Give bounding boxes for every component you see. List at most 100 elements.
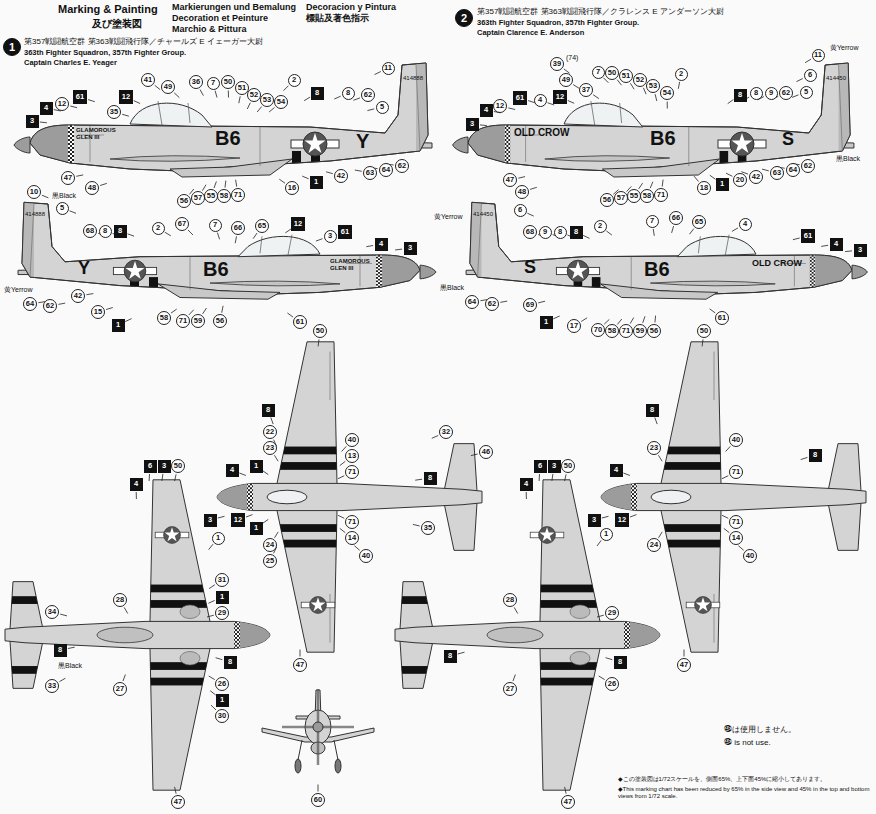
callout-text: 1 (220, 696, 224, 704)
callout-number: 27 (113, 682, 127, 696)
leader-line (353, 98, 360, 100)
callout-text: 15 (94, 308, 102, 316)
callout-text: 8 (650, 406, 654, 414)
callout-number: 32 (439, 425, 453, 439)
callout-text: 12 (556, 93, 564, 101)
leader-line (263, 471, 269, 475)
callout-text: 12 (496, 102, 504, 110)
callout-number: 62 (801, 159, 815, 173)
color-note: 黄Yerrow (830, 44, 859, 52)
leader-line (375, 72, 381, 75)
callout-text: 22 (266, 428, 274, 436)
callout-text: 4 (538, 96, 542, 104)
leader-line (100, 183, 107, 185)
fuselage-code: B6 (203, 258, 229, 280)
leader-line (508, 108, 515, 110)
callout-text: 31 (218, 576, 226, 584)
leader-line (617, 319, 621, 324)
callout-text: 8 (58, 646, 62, 654)
callout-number: 57 (614, 191, 628, 205)
nose-art-text: OLD CROW (514, 127, 570, 138)
callout-number: 13 (345, 449, 359, 463)
callout-text: 28 (506, 596, 514, 604)
callout-text: 29 (218, 609, 226, 617)
callout-number: 65 (692, 215, 706, 229)
leader-line (630, 318, 634, 324)
leader-line (279, 179, 285, 183)
callout-text: 47 (296, 661, 304, 669)
callout-number: 5 (376, 101, 389, 114)
callout-number: 15 (91, 305, 105, 319)
callout-number: 71 (345, 515, 359, 529)
callout-number: 53 (260, 93, 274, 107)
callout-number: 58 (605, 324, 619, 338)
leader-line (518, 177, 525, 179)
callout-text: 53 (649, 82, 657, 90)
callout-number: 39 (550, 57, 564, 71)
callout-text: 56 (216, 317, 224, 325)
leader-line (340, 461, 346, 465)
callout-text: 6 (518, 206, 522, 214)
callout-text: 9 (769, 89, 773, 97)
callout-text: 3 (30, 117, 34, 125)
leader-line (793, 238, 800, 240)
callout-text: 8 (346, 89, 350, 97)
callout-number: 47 (293, 658, 307, 672)
callout-number: 31 (215, 573, 229, 587)
side-view-left (14, 196, 440, 300)
leader-line (253, 233, 257, 239)
callout-text: 50 (700, 327, 708, 335)
callout-number: 6 (804, 69, 817, 82)
serial-number: 414450 (826, 75, 846, 82)
callout-text: 30 (218, 712, 226, 720)
decal-number-box: 8 (614, 656, 627, 669)
leader-line (124, 607, 128, 613)
leader-line (149, 474, 150, 481)
decal-number-box: 3 (588, 514, 601, 527)
leader-line (597, 540, 601, 546)
callout-number: 16 (285, 181, 299, 195)
star-insignia (686, 597, 720, 614)
star-insignia (301, 597, 335, 614)
callout-number: 40 (359, 549, 373, 563)
callout-text: 8 (228, 658, 232, 666)
decal-number-box: 1 (250, 460, 263, 473)
callout-number: 56 (213, 314, 227, 328)
callout-text: 66 (672, 214, 680, 222)
leader-line (162, 474, 163, 481)
note-text: ㊻ is not use. (724, 739, 771, 748)
callout-number: 37 (579, 83, 593, 97)
leader-line (200, 90, 203, 96)
scale-note: ◆This marking chart has been reduced by … (618, 786, 874, 799)
side-view-left (462, 196, 871, 300)
callout-number: 9 (539, 226, 552, 239)
callout-text: 49 (164, 83, 172, 91)
decal-number-box: 8 (444, 650, 457, 663)
callout-text: 17 (570, 322, 578, 330)
decal-number-box: 8 (734, 89, 747, 102)
callout-number: 42 (749, 170, 763, 184)
callout-text: 23 (650, 444, 658, 452)
callout-text: 4 (614, 466, 618, 474)
callout-text: 1 (720, 180, 724, 188)
callout-number: 50 (605, 66, 619, 80)
callout-number: 47 (171, 795, 185, 809)
callout-text: 20 (736, 176, 744, 184)
callout-text: 23 (266, 444, 274, 452)
callout-text: 40 (362, 552, 370, 560)
callout-text: 32 (442, 428, 450, 436)
decal-number-box: 8 (424, 472, 437, 485)
callout-text: 27 (506, 685, 514, 693)
leader-line (630, 515, 637, 517)
leader-line (218, 516, 225, 518)
top-view (591, 342, 866, 652)
callout-text: 35 (110, 108, 118, 116)
callout-text: 71 (348, 468, 356, 476)
leader-line (284, 86, 289, 91)
callout-number: 48 (515, 185, 529, 199)
leader-line (275, 532, 279, 538)
decal-number-box: 6 (144, 460, 157, 473)
callout-number: 48 (85, 181, 99, 195)
callout-number: 50 (561, 459, 575, 473)
callout-text: 39 (553, 60, 561, 68)
